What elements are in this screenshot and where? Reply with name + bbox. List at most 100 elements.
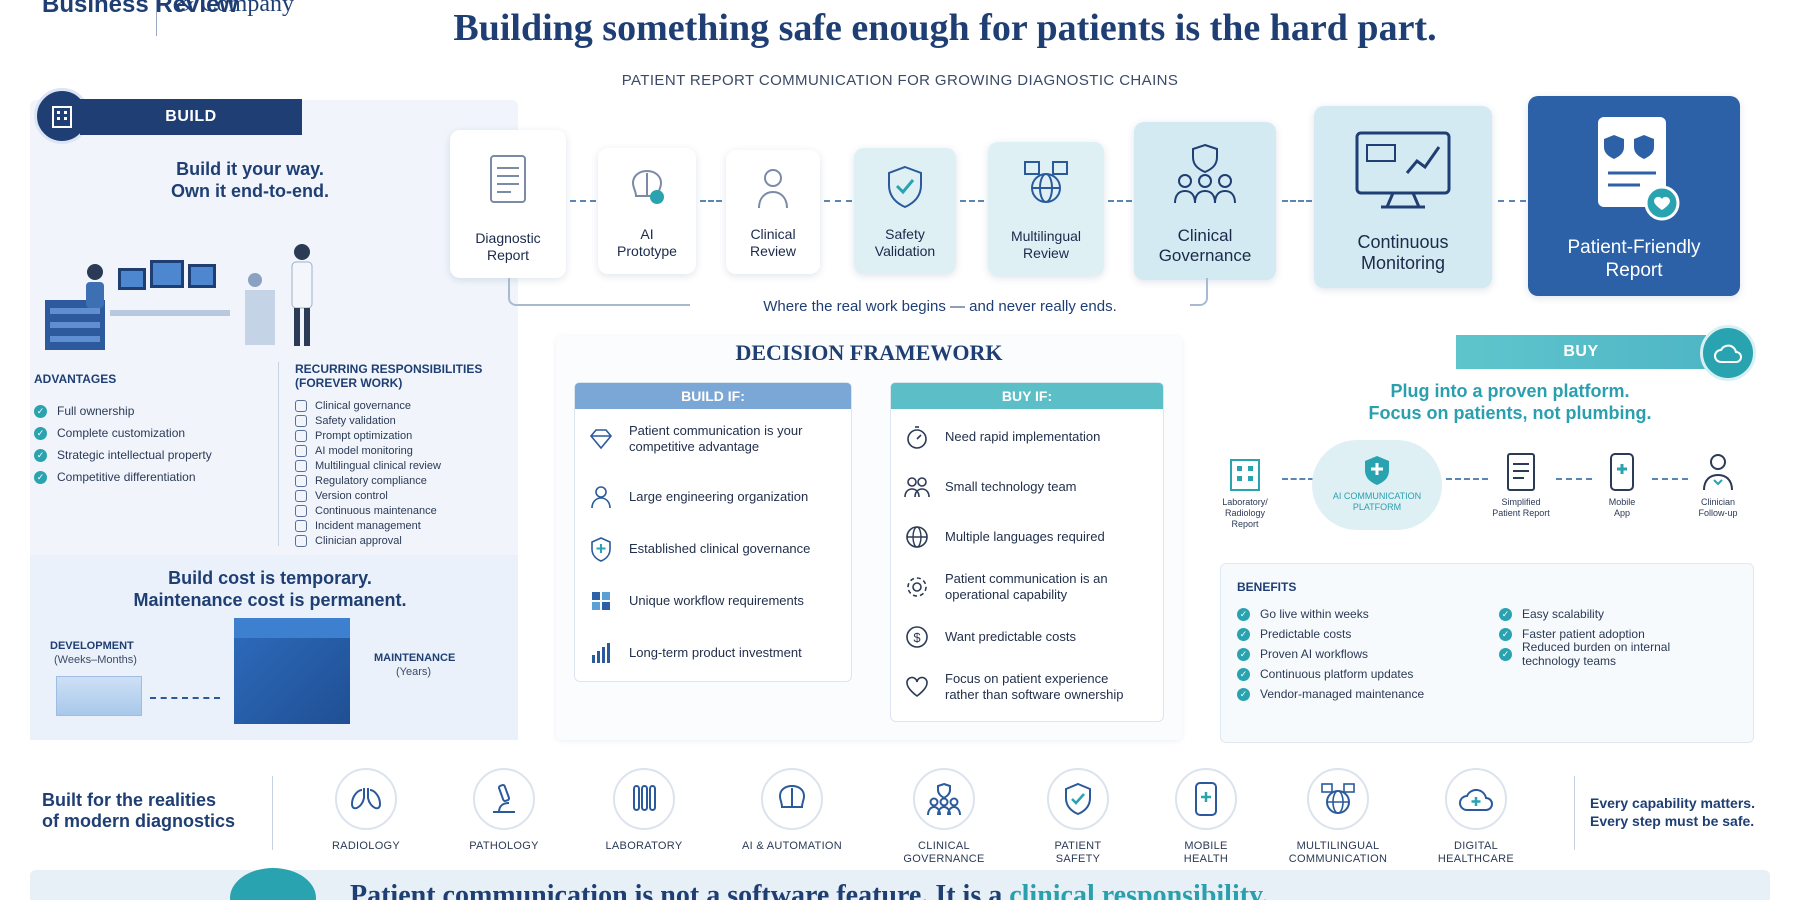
buy-node-label: PLATFORM <box>1352 502 1402 512</box>
flow-step-ai-prototype: AI Prototype <box>598 148 696 274</box>
advantage-text: Competitive differentiation <box>57 470 196 484</box>
building-icon <box>34 88 90 144</box>
responsibility-text: Version control <box>315 489 388 502</box>
task-icon <box>295 474 307 487</box>
benefit-text: Faster patient adoption <box>1522 627 1645 641</box>
monitor-chart-icon <box>1353 106 1453 232</box>
document-icon <box>485 130 531 230</box>
brain-icon <box>761 768 823 830</box>
buy-node-label: AI COMMUNICATION <box>1332 491 1422 501</box>
task-icon <box>295 489 307 502</box>
buy-node-label: Simplified <box>1501 497 1541 507</box>
flow-step-label: Report <box>1605 260 1663 281</box>
advantage-text: Complete customization <box>57 426 186 440</box>
flow-step-label: Clinical <box>750 226 796 242</box>
page-subtitle: PATIENT REPORT COMMUNICATION FOR GROWING… <box>621 72 1179 89</box>
buy-node-lab-report: Laboratory/ Radiology Report <box>1210 452 1280 530</box>
logo-business-review: Business Review <box>42 0 239 18</box>
benefit-item: ✓ Predictable costs <box>1237 624 1424 644</box>
task-icon <box>295 459 307 472</box>
development-duration: (Weeks–Months) <box>54 654 137 666</box>
cloud-health-icon <box>1445 768 1507 830</box>
cost-arrow <box>150 697 220 699</box>
buy-node-label: Radiology <box>1224 508 1266 518</box>
responsibility-item: AI model monitoring <box>295 443 514 458</box>
logo-divider <box>156 0 157 36</box>
capability-laboratory: LABORATORY <box>584 768 704 853</box>
build-if-text: Patient communication is your <box>629 423 803 438</box>
governance-team-icon <box>913 768 975 830</box>
buy-if-text: rather than software ownership <box>945 687 1124 702</box>
benefit-item: ✓Continuous platform updates <box>1237 664 1424 684</box>
check-icon: ✓ <box>34 448 47 462</box>
dollar-icon: $ <box>903 623 931 651</box>
buy-if-header: BUY IF: <box>891 383 1163 409</box>
bottom-statement-line-1: Built for the realities <box>42 790 217 810</box>
build-if-text: Established clinical governance <box>629 541 811 556</box>
check-icon: ✓ <box>1499 607 1512 621</box>
buy-node-label: Follow-up <box>1698 508 1738 518</box>
capability-label: DIGITAL <box>1453 840 1499 852</box>
build-tagline: Build it your way. Own it end-to-end. <box>60 158 440 202</box>
advantage-item: ✓Strategic intellectual property <box>34 444 274 466</box>
responsibility-item: Multilingual clinical review <box>295 458 514 473</box>
responsibility-item: Prompt optimization <box>295 428 514 443</box>
benefit-text: Proven AI workflows <box>1260 647 1369 661</box>
clinician-icon <box>1680 452 1756 497</box>
check-icon: ✓ <box>34 470 47 484</box>
maintenance-label: MAINTENANCE <box>374 652 456 664</box>
buy-if-row: $ Want predictable costs <box>903 623 1076 651</box>
growth-chart-icon <box>587 639 615 667</box>
flow-step-clinical-governance: Clinical Governance <box>1134 122 1276 280</box>
buy-flow-arrow <box>1556 478 1592 480</box>
capability-radiology: RADIOLOGY <box>306 768 426 853</box>
responsibility-text: Continuous maintenance <box>315 504 437 517</box>
buy-node-label: App <box>1613 508 1630 518</box>
advantage-item: ✓Complete customization <box>34 422 274 444</box>
flow-step-label: Multilingual <box>1010 228 1082 244</box>
benefits-list-left: ✓Go live within weeks✓Predictable costs✓… <box>1237 604 1424 704</box>
flow-step-diagnostic-report: Diagnostic Report <box>450 130 566 278</box>
responsibility-text: Multilingual clinical review <box>315 459 441 472</box>
benefit-text: Predictable costs <box>1260 627 1352 641</box>
capability-label: PATHOLOGY <box>469 840 539 852</box>
shield-check-icon <box>1047 768 1109 830</box>
capability-label: PATIENT <box>1054 840 1102 852</box>
lungs-icon <box>335 768 397 830</box>
flow-step-continuous-monitoring: Continuous Monitoring <box>1314 106 1492 288</box>
globe-language-icon <box>1021 142 1071 228</box>
benefit-item: ✓Reduced burden on internal technology t… <box>1499 640 1729 668</box>
build-tagline-line-2: Own it end-to-end. <box>171 181 329 201</box>
buy-flow-arrow <box>1446 478 1488 480</box>
flow-step-label: Review <box>1023 245 1069 261</box>
benefits-title: BENEFITS <box>1237 580 1297 594</box>
flow-step-label: Prototype <box>617 243 677 259</box>
check-icon: ✓ <box>1499 647 1512 661</box>
patient-report-icon <box>1584 96 1684 236</box>
bottom-divider-right <box>1574 776 1575 850</box>
buy-node-clinician-follow-up: Clinician Follow-up <box>1680 452 1756 519</box>
responsibility-item: Clinical governance <box>295 398 514 413</box>
flow-step-safety-validation: Safety Validation <box>854 148 956 274</box>
mobile-phone-icon <box>1175 768 1237 830</box>
cloud-icon <box>1700 325 1756 381</box>
capability-label: AI & AUTOMATION <box>741 840 843 852</box>
mobile-phone-icon <box>1592 452 1652 497</box>
footer-statement-highlight: clinical responsibility. <box>1009 880 1269 900</box>
responsibilities-subtitle: (FOREVER WORK) <box>295 376 403 390</box>
buy-if-text: Focus on patient experience <box>945 671 1109 686</box>
check-icon: ✓ <box>1237 627 1250 641</box>
advantages-title: ADVANTAGES <box>34 372 117 386</box>
flow-step-clinical-review: Clinical Review <box>726 150 820 274</box>
flow-arrow <box>1498 200 1526 202</box>
task-icon <box>295 519 307 532</box>
flow-step-patient-friendly-report: Patient-Friendly Report <box>1528 96 1740 296</box>
responsibility-text: Clinical governance <box>315 399 411 412</box>
logo-company: & Company <box>176 0 294 17</box>
bottom-closing-line-1: Every capability matters. <box>1590 795 1755 811</box>
build-tab: BUILD <box>80 99 302 135</box>
